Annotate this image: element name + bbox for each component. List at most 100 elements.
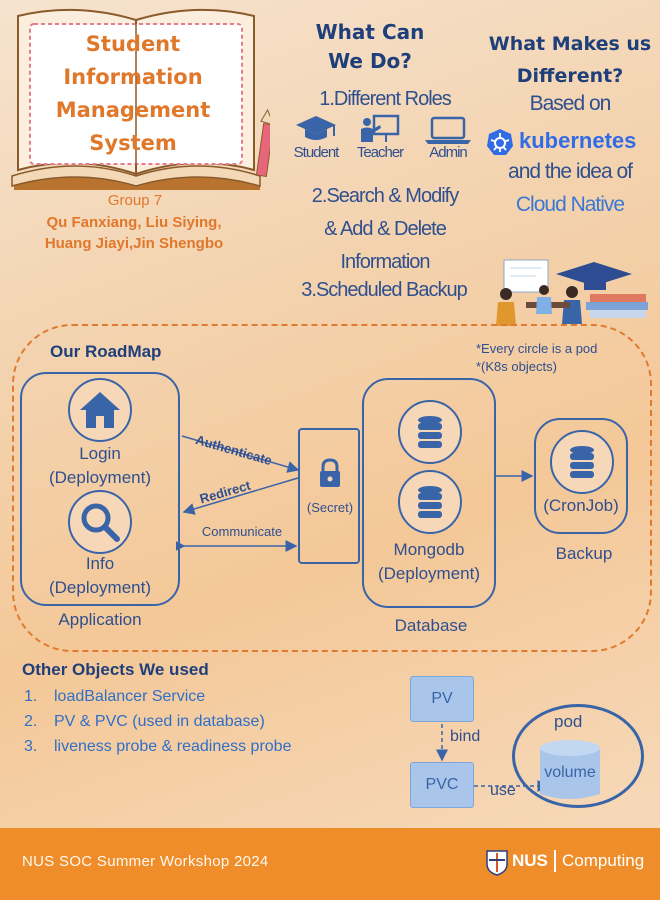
info-pod	[68, 490, 132, 554]
list-item: 1. loadBalancer Service	[24, 684, 291, 709]
note-line: *Every circle is a pod	[476, 341, 598, 356]
list-item: 3. liveness probe & readiness probe	[24, 734, 291, 759]
kubernetes-icon	[487, 129, 513, 155]
roadmap-title: Our RoadMap	[50, 342, 162, 361]
logo-divider	[554, 850, 556, 872]
item-number: 1.	[24, 688, 38, 705]
database-label: Database	[394, 616, 468, 635]
book-illustration	[11, 8, 270, 190]
backup-label: Backup	[555, 544, 613, 563]
database-icon	[418, 416, 442, 448]
pvc-box: PVC	[410, 762, 474, 808]
secret-box	[298, 428, 360, 564]
what-can-we-do-title: What Can We Do?	[310, 18, 430, 76]
search-icon	[81, 503, 120, 542]
use-label: use	[490, 782, 516, 799]
title-line: Management	[55, 98, 211, 122]
lock-icon	[320, 458, 340, 487]
roles-row: Student Teacher Admin	[284, 114, 480, 174]
cronjob-pod	[550, 430, 614, 494]
label-line: (Deployment)	[377, 564, 481, 583]
feature-line: 2.Search & Modify	[311, 185, 459, 207]
members-line: Huang Jiayi,Jin Shengbo	[44, 235, 224, 252]
application-label: Application	[58, 610, 142, 629]
title-line: What Can	[315, 20, 425, 44]
label-line: (Deployment)	[48, 468, 152, 487]
feature-line: Information	[340, 251, 430, 273]
role-label: Teacher	[356, 144, 404, 161]
graduation-cap-icon	[296, 116, 336, 140]
poster-title: Student Information Management System	[38, 28, 228, 160]
roadmap-notes: *Every circle is a pod *(K8s objects)	[476, 340, 597, 376]
mongodb-pod	[398, 470, 462, 534]
application-box	[20, 372, 180, 606]
other-objects-list: 1. loadBalancer Service 2. PV & PVC (used …	[24, 684, 291, 759]
list-item: 2. PV & PVC (used in database)	[24, 709, 291, 734]
label-line: Info	[85, 554, 115, 573]
item-text: loadBalancer Service	[54, 688, 206, 705]
secret-label: (Secret)	[306, 500, 354, 515]
title-line: System	[89, 131, 177, 155]
members: Qu Fanxiang, Liu Siying, Huang Jiayi,Jin…	[14, 212, 254, 254]
mongodb-pod	[398, 400, 462, 464]
home-icon	[80, 392, 120, 428]
role-label: Student	[293, 144, 340, 161]
role-label: Admin	[429, 144, 468, 161]
login-label: Login (Deployment)	[28, 442, 172, 490]
role-teacher: Teacher	[348, 114, 412, 161]
based-on: Based on	[529, 92, 612, 115]
pod-label: pod	[554, 712, 583, 731]
laptop-icon	[425, 116, 471, 144]
cloud-native: Cloud Native	[515, 193, 625, 216]
different-title: What Makes us Different?	[488, 28, 652, 92]
roadmap-frame	[12, 324, 652, 652]
group-label: Group 7	[107, 192, 163, 209]
item-text: liveness probe & readiness probe	[54, 738, 292, 755]
role-admin: Admin	[416, 114, 480, 161]
label-line: Mongodb	[393, 540, 465, 559]
pv-arrows	[436, 724, 550, 792]
label-line: Login	[79, 444, 121, 463]
students-illustration	[496, 259, 648, 326]
computing-text: Computing	[562, 851, 645, 870]
database-icon	[570, 446, 594, 478]
item-text: PV & PVC (used in database)	[54, 713, 265, 730]
feature-backup: 3.Scheduled Backup	[301, 279, 467, 301]
bind-label: bind	[450, 728, 481, 745]
role-student: Student	[284, 114, 348, 161]
login-pod	[68, 378, 132, 442]
mongodb-label: Mongodb (Deployment)	[364, 538, 494, 586]
pv-box: PV	[410, 676, 474, 722]
other-objects-title: Other Objects We used	[22, 660, 209, 679]
volume-label: volume	[544, 764, 596, 781]
feature-line: & Add & Delete	[324, 218, 447, 240]
members-line: Qu Fanxiang, Liu Siying,	[46, 214, 222, 231]
nus-computing-logo: NUS Computing	[486, 848, 656, 878]
kubernetes-text: kubernetes	[519, 128, 637, 153]
item-number: 3.	[24, 738, 38, 755]
nus-crest-icon	[486, 850, 508, 876]
title-line: Information	[63, 65, 203, 89]
title-line: Student	[85, 32, 181, 56]
idea-of: and the idea of	[508, 160, 633, 183]
volume-cylinder	[540, 740, 600, 799]
communicate-label: Communicate	[201, 524, 283, 539]
title-line: What Makes us	[488, 33, 652, 55]
backup-box	[534, 418, 628, 534]
roadmap-arrows	[176, 435, 534, 552]
database-icon	[418, 486, 442, 518]
teacher-icon	[361, 114, 400, 142]
kubernetes-logo: kubernetes	[486, 127, 656, 157]
footer-text: NUS SOC Summer Workshop 2024	[22, 853, 269, 870]
label-line: (Deployment)	[48, 578, 152, 597]
nus-text: NUS	[512, 851, 548, 870]
title-line: We Do?	[328, 49, 412, 73]
title-line: Different?	[516, 65, 624, 87]
cronjob-label: (CronJob)	[543, 496, 619, 515]
pod-circle	[512, 704, 644, 808]
database-box	[362, 378, 496, 608]
info-label: Info (Deployment)	[28, 552, 172, 600]
footer-bar	[0, 828, 660, 900]
feature-crud: 2.Search & Modify & Add & Delete Informa…	[290, 180, 480, 279]
item-number: 2.	[24, 713, 38, 730]
